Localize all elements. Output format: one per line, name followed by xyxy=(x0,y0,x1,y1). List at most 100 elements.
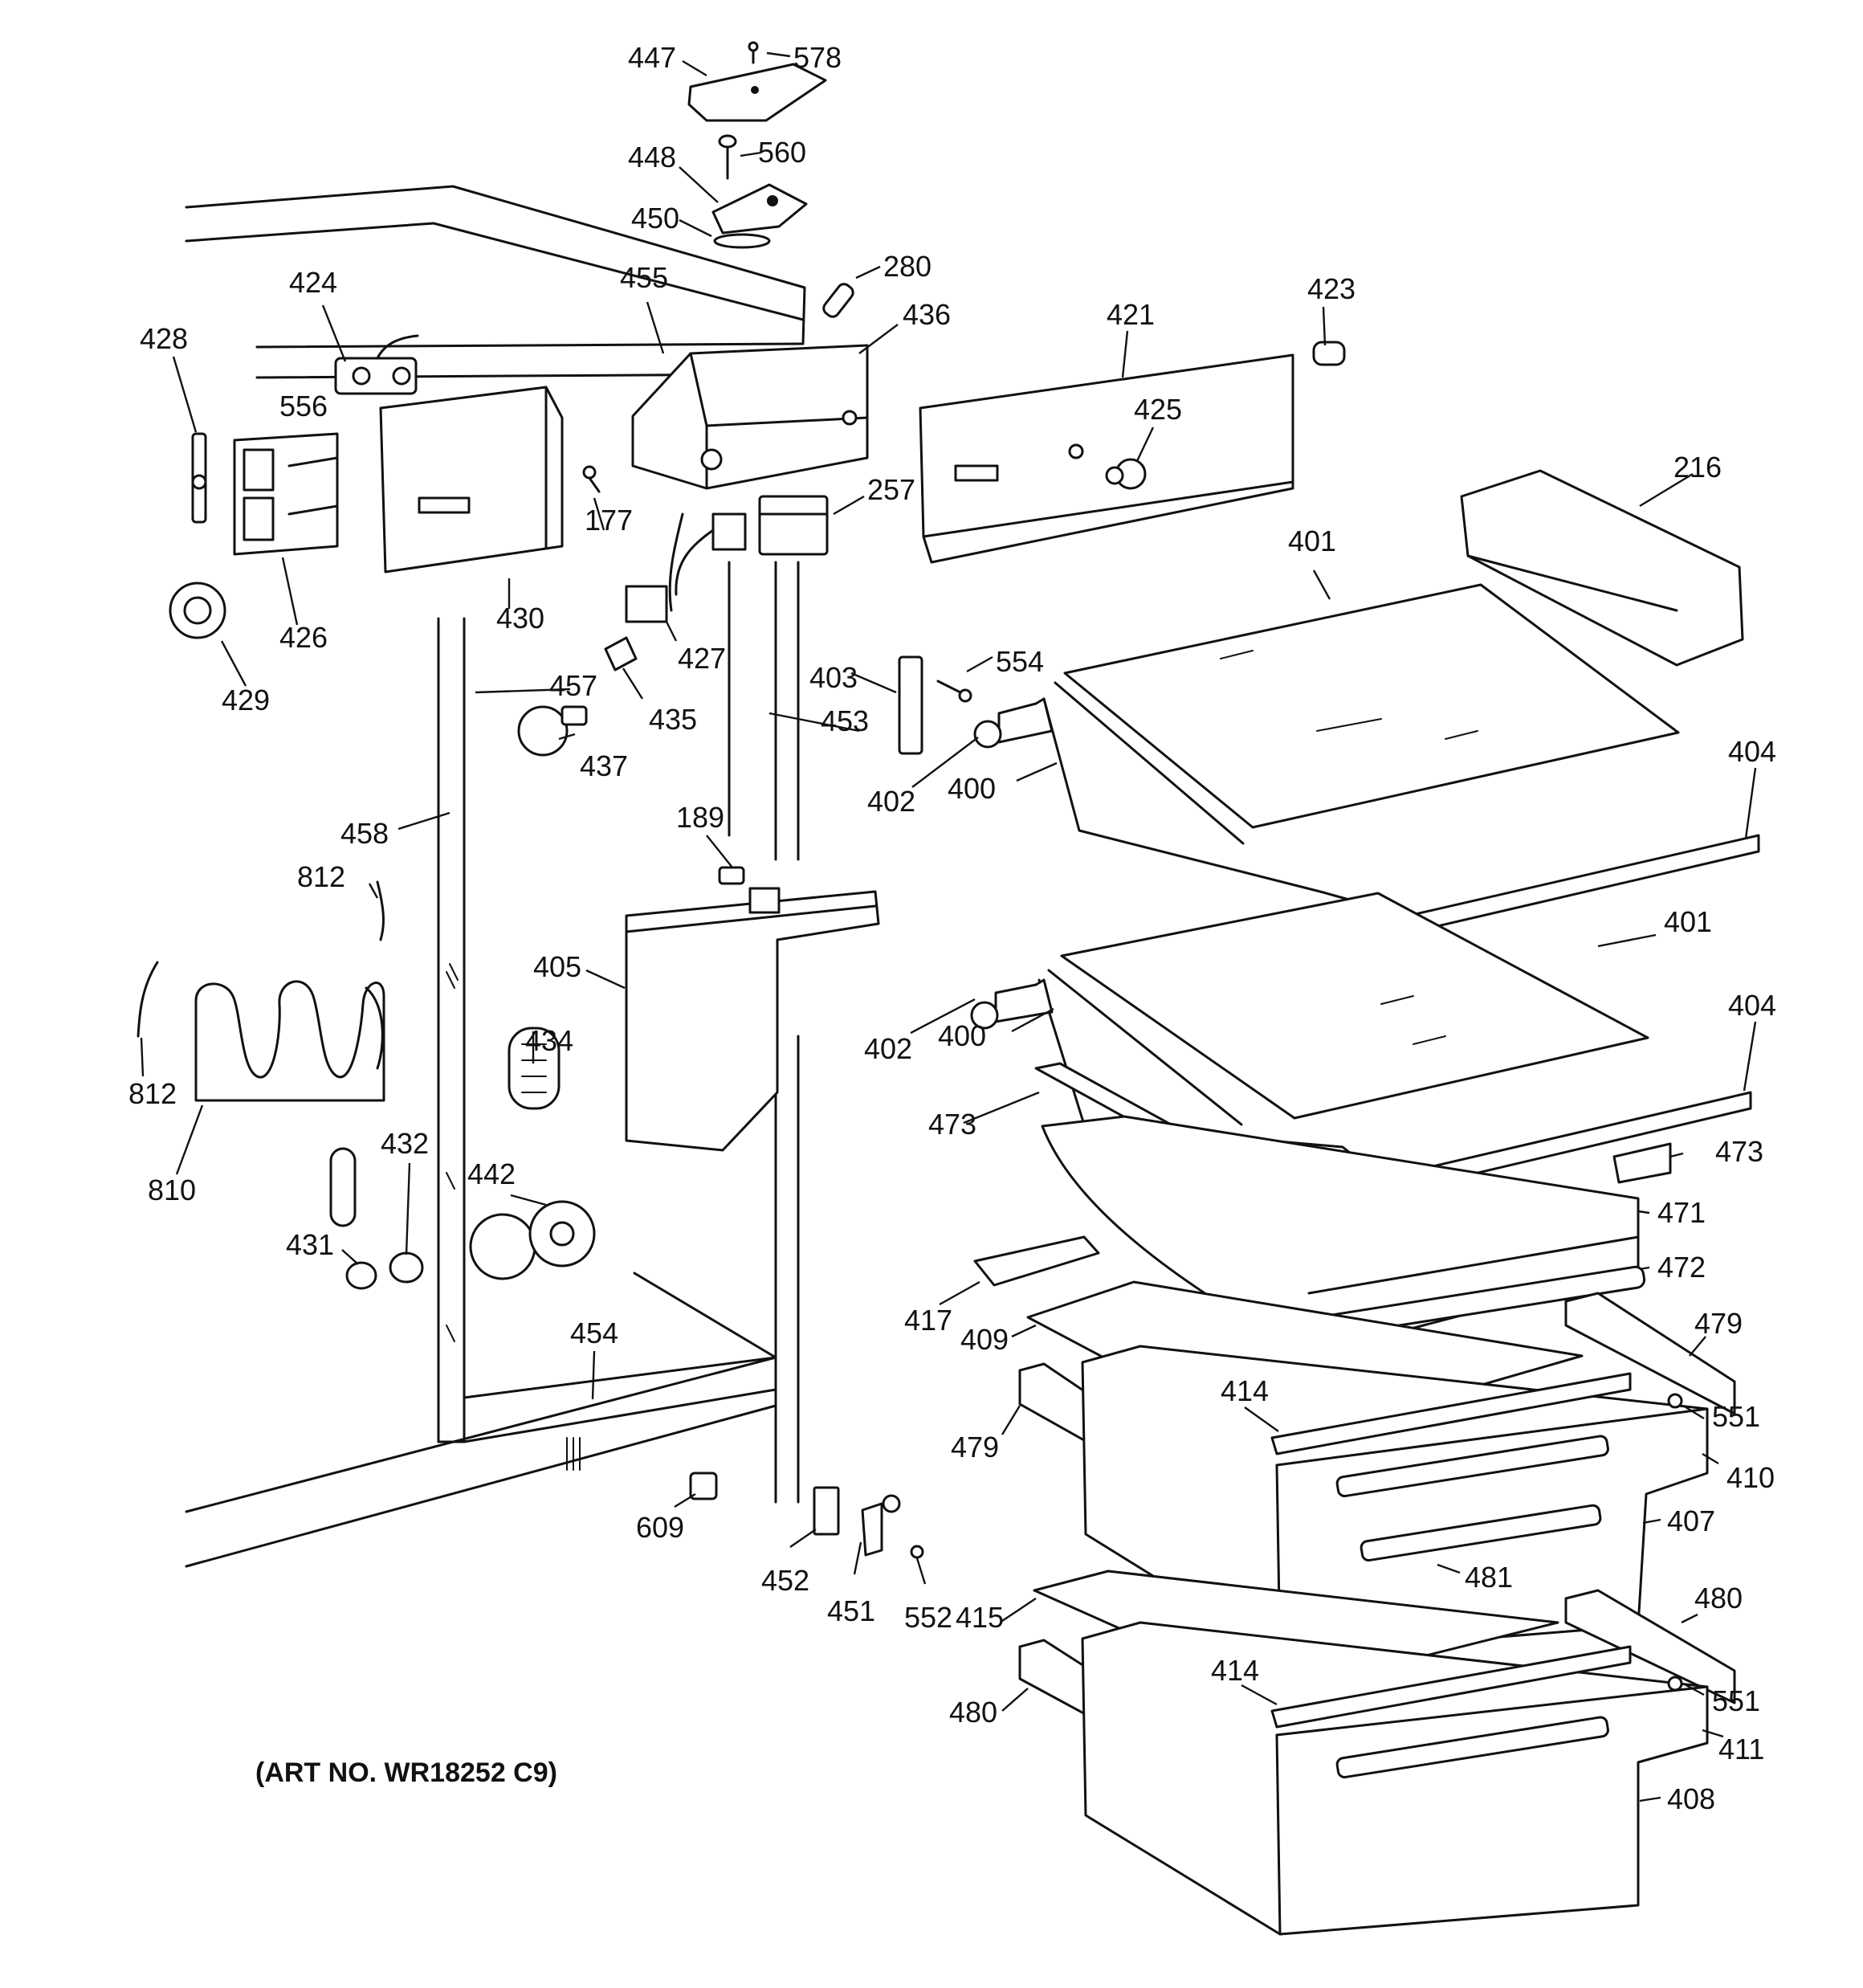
callout-280: 280 xyxy=(883,250,932,283)
callout-411: 411 xyxy=(1718,1733,1764,1766)
callout-216: 216 xyxy=(1673,451,1722,484)
callout-578: 578 xyxy=(793,41,842,74)
callout-417: 417 xyxy=(904,1304,952,1337)
callout-400-upper: 400 xyxy=(948,772,996,805)
callout-405: 405 xyxy=(533,950,581,983)
slide-479-right xyxy=(1564,1292,1736,1415)
hinge-cover-447 xyxy=(687,63,827,122)
callout-436: 436 xyxy=(903,298,951,331)
callout-447: 447 xyxy=(628,41,676,74)
screw-552 xyxy=(910,1545,924,1559)
callout-609: 609 xyxy=(636,1511,684,1544)
callout-425: 425 xyxy=(1134,393,1182,426)
damper-423 xyxy=(1312,341,1346,366)
screw-551-lower xyxy=(1667,1676,1683,1692)
bulb-holder-280 xyxy=(822,283,854,318)
slide-480-right xyxy=(1564,1589,1736,1704)
callout-429: 429 xyxy=(222,684,270,716)
cabinet-frame xyxy=(185,185,806,1568)
callout-435: 435 xyxy=(649,703,697,736)
callout-442: 442 xyxy=(467,1157,516,1190)
callout-404-upper: 404 xyxy=(1728,735,1776,768)
callout-189: 189 xyxy=(676,801,724,834)
wire-harness-427 xyxy=(625,512,747,623)
shelf-support-402-400-upper xyxy=(973,697,1054,749)
callout-554: 554 xyxy=(996,645,1044,678)
lens-431 xyxy=(329,1147,377,1290)
control-box-455-436 xyxy=(631,344,869,490)
trim-414-lower xyxy=(1270,1645,1632,1729)
bracket-417 xyxy=(973,1235,1100,1287)
callout-810: 810 xyxy=(148,1174,196,1206)
callout-479-right: 479 xyxy=(1694,1307,1743,1340)
shim-450 xyxy=(713,233,771,249)
shelf-upper xyxy=(1042,583,1680,901)
bracket-403 xyxy=(898,655,923,755)
hinge-451 xyxy=(861,1494,901,1557)
duct-430 xyxy=(379,386,564,574)
callout-423: 423 xyxy=(1307,272,1355,305)
callout-472: 472 xyxy=(1657,1251,1706,1284)
sleeve-432 xyxy=(389,1251,424,1284)
light-shield-429 xyxy=(169,582,226,639)
callout-452: 452 xyxy=(761,1564,809,1597)
drawer-408 xyxy=(1081,1621,1709,1936)
screw-578 xyxy=(748,41,759,64)
callout-415: 415 xyxy=(956,1601,1004,1634)
drain-heater-810 xyxy=(194,980,385,1102)
callout-471: 471 xyxy=(1657,1196,1706,1229)
callout-551-lower: 551 xyxy=(1712,1684,1760,1717)
tube-812-top xyxy=(376,880,385,941)
callout-556: 556 xyxy=(279,390,328,423)
cover-405 xyxy=(625,887,880,1152)
callout-403: 403 xyxy=(809,661,858,694)
callout-480-left: 480 xyxy=(949,1696,997,1729)
callout-552: 552 xyxy=(904,1601,952,1634)
callout-453: 453 xyxy=(821,704,869,737)
cap-189 xyxy=(718,866,745,885)
rail-473-right xyxy=(1612,1142,1672,1184)
callout-410: 410 xyxy=(1726,1461,1775,1494)
tube-812-left xyxy=(137,961,159,1038)
callout-455: 455 xyxy=(620,261,668,294)
callout-473-right: 473 xyxy=(1715,1135,1763,1168)
callout-480-right: 480 xyxy=(1694,1582,1743,1614)
hinge-448 xyxy=(711,183,808,235)
callout-400-lower: 400 xyxy=(938,1019,986,1052)
thermostat-424 xyxy=(334,334,419,395)
shelf-support-402-400-lower xyxy=(970,978,1054,1030)
callout-409: 409 xyxy=(960,1323,1009,1356)
callout-437: 437 xyxy=(580,749,628,782)
callout-457: 457 xyxy=(549,669,597,702)
callout-481: 481 xyxy=(1465,1561,1513,1594)
callout-812-upper: 812 xyxy=(297,860,345,893)
callout-458: 458 xyxy=(340,817,389,850)
leveler-609 xyxy=(689,1472,718,1500)
callout-434: 434 xyxy=(525,1024,573,1057)
bulb-437 xyxy=(517,705,588,757)
callout-450: 450 xyxy=(631,202,679,235)
callout-454: 454 xyxy=(570,1316,618,1349)
callout-448: 448 xyxy=(628,141,676,173)
screw-177 xyxy=(582,465,601,493)
callout-430: 430 xyxy=(496,602,544,635)
shelf-middle xyxy=(1037,892,1649,1155)
callout-479-left: 479 xyxy=(951,1431,999,1463)
trim-414-upper xyxy=(1270,1372,1632,1455)
callout-451: 451 xyxy=(827,1594,875,1627)
plate-452 xyxy=(813,1486,840,1536)
light-housing-556 xyxy=(233,432,339,556)
callout-407: 407 xyxy=(1667,1504,1715,1537)
callout-414-upper: 414 xyxy=(1221,1374,1269,1407)
art-number: (ART NO. WR18252 C9) xyxy=(255,1757,557,1788)
callout-431: 431 xyxy=(286,1228,334,1261)
drawer-407 xyxy=(1081,1345,1709,1656)
callout-812-lower: 812 xyxy=(128,1077,177,1110)
callout-424: 424 xyxy=(289,266,337,299)
callout-432: 432 xyxy=(381,1127,429,1160)
callout-414-lower: 414 xyxy=(1211,1654,1259,1687)
screw-554 xyxy=(936,680,972,703)
callout-473-left: 473 xyxy=(928,1108,976,1141)
crisper-cover-471-472 xyxy=(1041,1115,1646,1359)
